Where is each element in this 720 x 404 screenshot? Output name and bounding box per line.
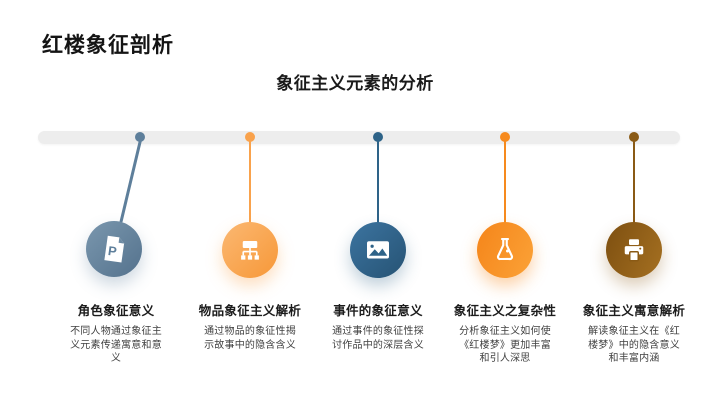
- item-description: 分析象征主义如何使《红楼梦》更加丰富和引人深思: [459, 326, 551, 364]
- item-description: 通过物品的象征性揭示故事中的隐含含义: [204, 326, 296, 351]
- item-circle: [350, 222, 406, 278]
- timeline-item: P 角色象征意义 不同人物通过象征主义元素传递寓意和意义: [41, 0, 191, 404]
- item-circle: [477, 222, 533, 278]
- anchor-dot: [135, 132, 145, 142]
- timeline-item: 象征主义寓意解析 解读象征主义在《红楼梦》中的隐含意义和丰富内涵: [559, 0, 709, 404]
- item-text-block: 象征主义之复杂性 分析象征主义如何使《红楼梦》更加丰富和引人深思: [430, 300, 580, 366]
- svg-text:P: P: [107, 243, 118, 259]
- item-title: 角色象征意义: [77, 304, 155, 318]
- anchor-dot: [245, 132, 255, 142]
- item-text-block: 物品象征主义解析 通过物品的象征性揭示故事中的隐含含义: [175, 300, 325, 352]
- item-text-block: 事件的象征意义 通过事件的象征性探讨作品中的深层含义: [303, 300, 453, 352]
- slide-subtitle: 象征主义元素的分析: [276, 74, 434, 93]
- timeline-item: 事件的象征意义 通过事件的象征性探讨作品中的深层含义: [303, 0, 453, 404]
- item-circle: [606, 222, 662, 278]
- item-circle: P: [86, 221, 142, 277]
- item-text-block: 角色象征意义 不同人物通过象征主义元素传递寓意和意义: [41, 300, 191, 366]
- timeline-bar: [38, 131, 680, 144]
- item-title: 象征主义寓意解析: [582, 304, 686, 318]
- image-icon: [367, 241, 389, 259]
- pendulum-line: [632, 141, 636, 224]
- timeline-item: 象征主义之复杂性 分析象征主义如何使《红楼梦》更加丰富和引人深思: [430, 0, 580, 404]
- printer-icon: [624, 239, 644, 262]
- pendulum-line: [376, 141, 380, 224]
- item-description: 解读象征主义在《红楼梦》中的隐含意义和丰富内涵: [588, 326, 680, 364]
- item-text-block: 象征主义寓意解析 解读象征主义在《红楼梦》中的隐含意义和丰富内涵: [559, 300, 709, 366]
- powerpoint-file-icon: P: [104, 235, 125, 263]
- timeline-item: 物品象征主义解析 通过物品的象征性揭示故事中的隐含含义: [175, 0, 325, 404]
- pendulum-line: [503, 141, 507, 224]
- item-title: 象征主义之复杂性: [453, 304, 557, 318]
- item-description: 不同人物通过象征主义元素传递寓意和意义: [70, 326, 162, 364]
- item-title: 物品象征主义解析: [198, 304, 302, 318]
- pendulum-line: [248, 141, 252, 224]
- item-circle: [222, 222, 278, 278]
- anchor-dot: [629, 132, 639, 142]
- item-description: 通过事件的象征性探讨作品中的深层含义: [332, 326, 424, 351]
- sitemap-icon: [241, 241, 259, 260]
- flask-icon: [496, 237, 514, 261]
- anchor-dot: [500, 132, 510, 142]
- anchor-dot: [373, 132, 383, 142]
- pendulum-line: [119, 139, 142, 223]
- item-title: 事件的象征意义: [333, 304, 423, 318]
- page-title: 红楼象征剖析: [42, 34, 174, 57]
